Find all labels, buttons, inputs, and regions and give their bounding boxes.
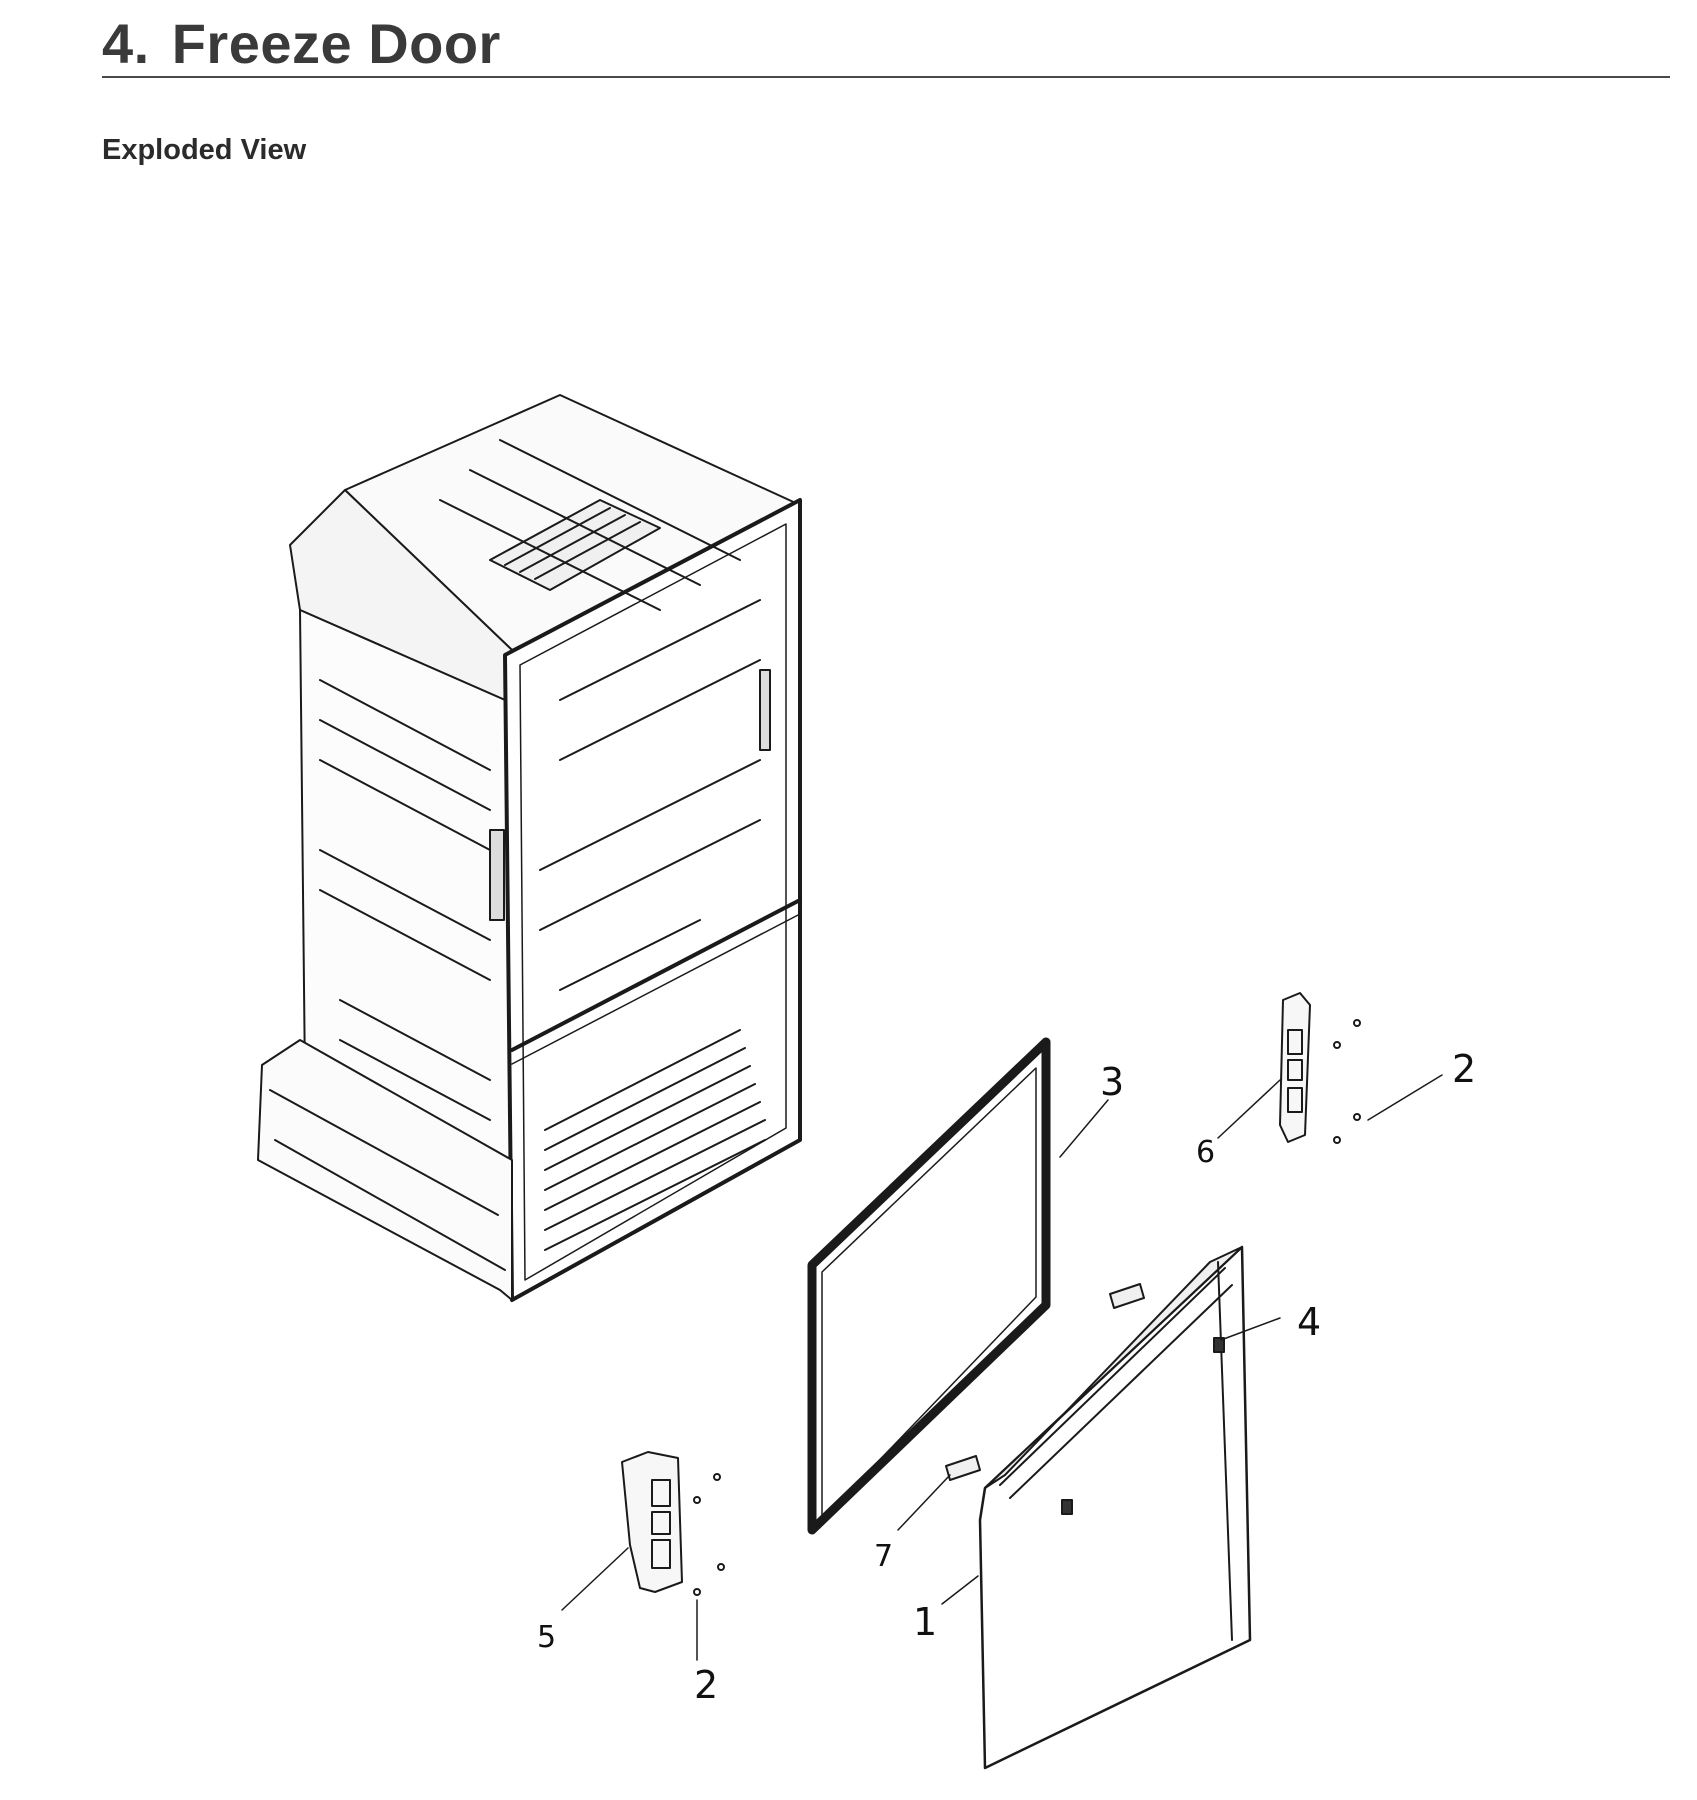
exploded-view-heading: Exploded View	[102, 134, 307, 166]
heading-rule	[102, 76, 1670, 78]
callout-6: 6	[1196, 1135, 1215, 1170]
door-gasket	[807, 1037, 1051, 1535]
lower-hinge-screws	[693, 1473, 725, 1596]
section-title: Freeze Door	[171, 12, 501, 75]
leader-lines	[561, 1074, 1443, 1661]
hinge-cap	[945, 1283, 1145, 1481]
callout-4: 4	[1297, 1300, 1321, 1344]
callout-3: 3	[1100, 1060, 1124, 1104]
lower-hinge	[621, 1451, 683, 1593]
section-number: 4.	[102, 12, 150, 75]
upper-hinge-screws	[1333, 1019, 1361, 1144]
cabinet-body	[257, 394, 802, 1302]
upper-hinge	[1279, 992, 1311, 1143]
section-heading: 4. Freeze Door	[102, 6, 501, 82]
callout-1: 1	[913, 1600, 937, 1644]
callout-2-lower: 2	[694, 1663, 718, 1707]
callout-5: 5	[537, 1620, 556, 1655]
callout-2-upper: 2	[1452, 1047, 1476, 1091]
callout-7: 7	[874, 1539, 893, 1574]
freezer-door	[978, 1245, 1252, 1770]
